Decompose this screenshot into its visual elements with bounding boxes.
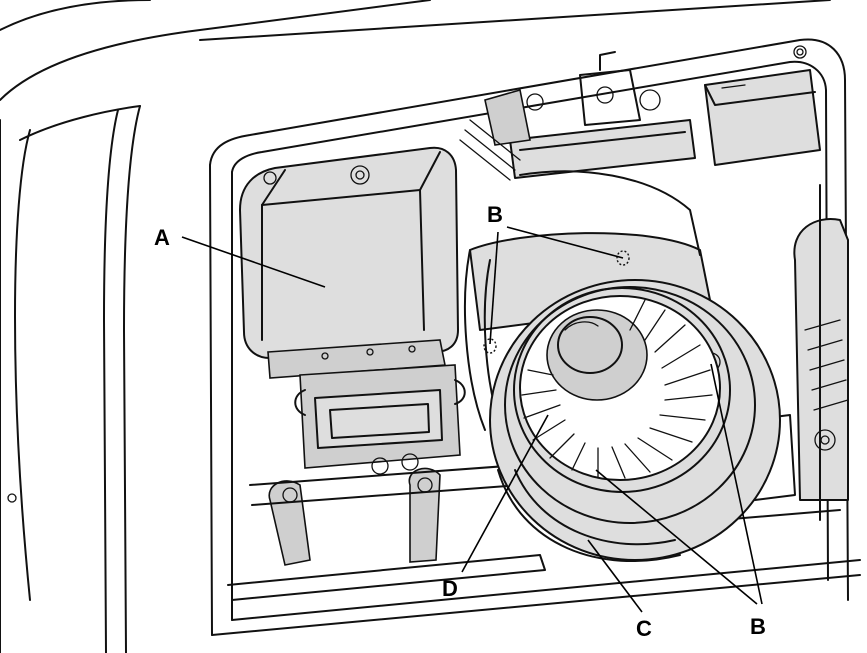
leader-c: [587, 539, 643, 613]
leader-d: [461, 414, 549, 573]
leader-b-top-1: [506, 226, 624, 259]
label-c: C: [636, 616, 652, 641]
leader-b-bottom-1: [595, 469, 758, 605]
label-b-bottom: B: [750, 614, 766, 639]
right-bracket: [704, 69, 821, 166]
leader-b-bottom-2: [710, 363, 763, 605]
top-bracket: [459, 51, 696, 181]
outer-housing: [0, 0, 831, 653]
bottom-supports: [249, 453, 841, 566]
component-a: [239, 146, 466, 469]
gear-mechanism: [749, 184, 849, 521]
callout-labels: A B B C D: [154, 202, 766, 641]
label-d: D: [442, 576, 458, 601]
leader-b-top-2: [489, 231, 499, 345]
label-b-top: B: [487, 202, 503, 227]
vane-assembly-d: [519, 295, 721, 481]
label-a: A: [154, 225, 170, 250]
leader-a: [181, 236, 326, 288]
leader-lines: [181, 226, 763, 613]
housing-opening: [209, 38, 861, 636]
